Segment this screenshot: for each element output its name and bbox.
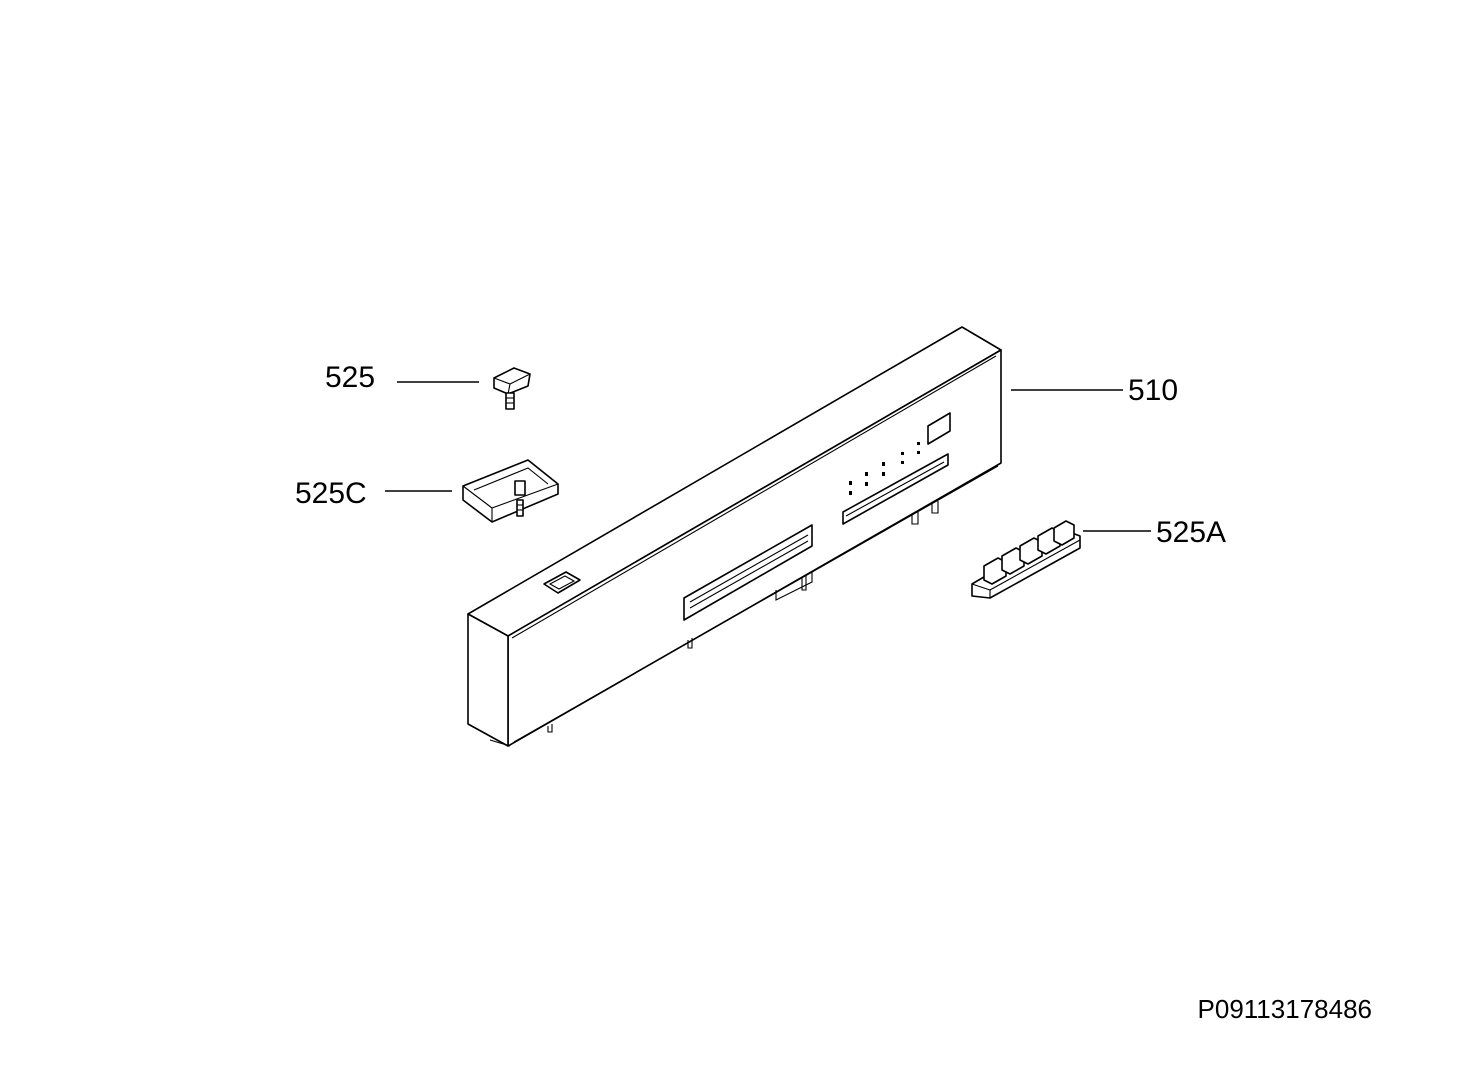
callout-510: 510: [1128, 374, 1178, 407]
button-marks: [849, 442, 920, 495]
underside-clips: [547, 501, 939, 733]
callout-525c: 525C: [295, 477, 367, 510]
control-panel-510: [467, 326, 1002, 747]
leader-lines: [385, 381, 1151, 532]
button-strip-525a: [971, 520, 1081, 599]
document-number: P09113178486: [1198, 994, 1372, 1024]
knob-525: [493, 367, 531, 410]
callout-525: 525: [325, 361, 375, 394]
callout-525a: 525A: [1156, 516, 1226, 549]
button-keys: [983, 520, 1075, 585]
bracket-525c: [462, 459, 559, 523]
